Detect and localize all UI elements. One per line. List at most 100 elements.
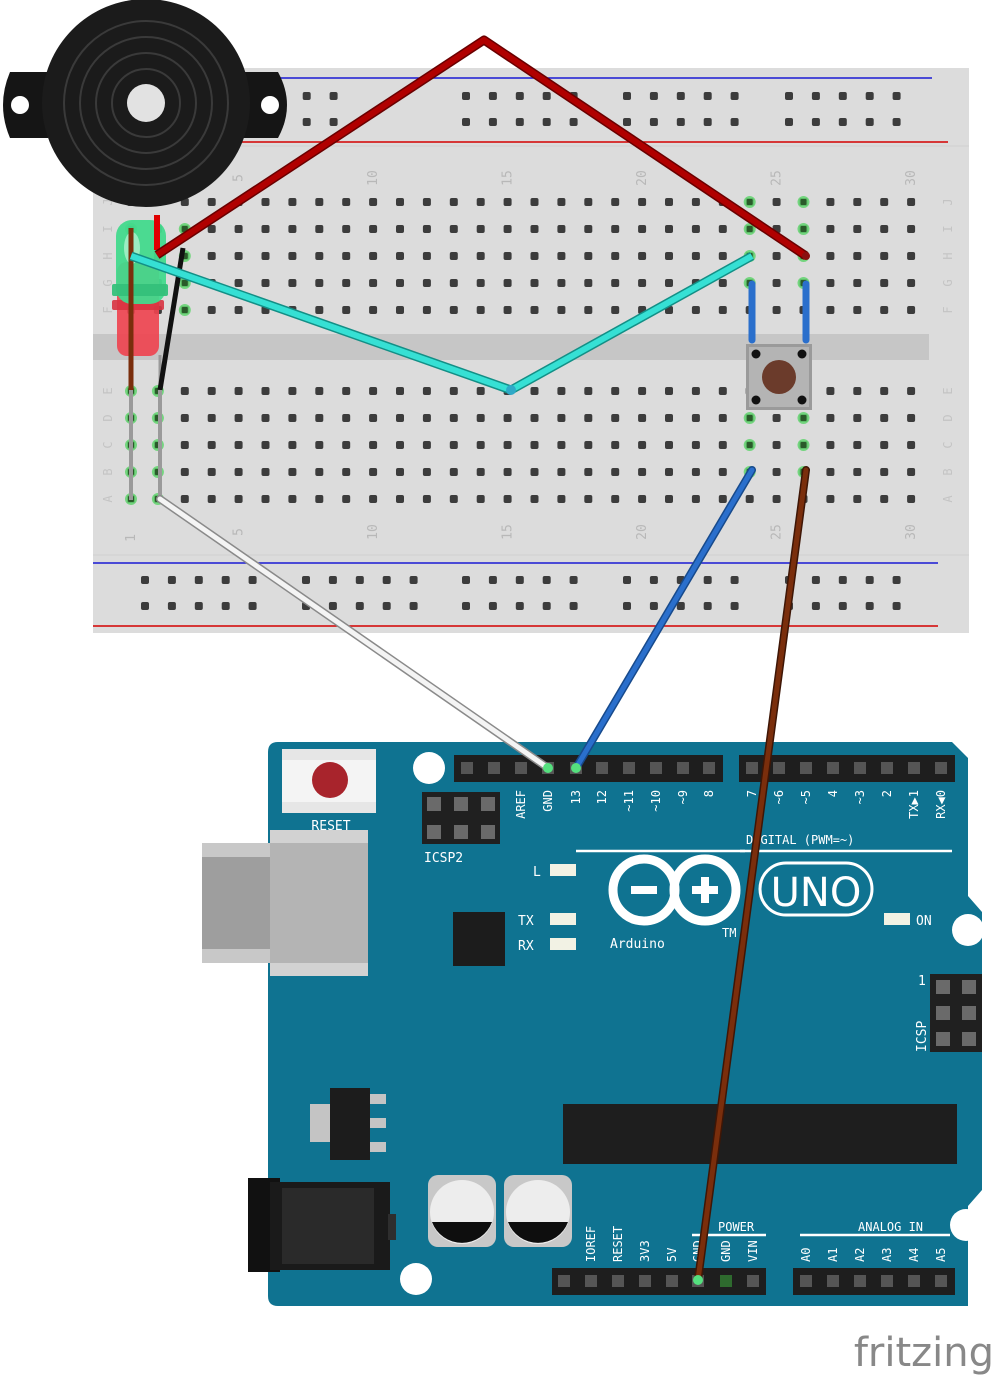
analog-pin-label: A1 [826,1248,840,1262]
breadboard-hole [665,441,673,449]
breadboard-hole [557,225,566,233]
breadboard-hole [207,306,216,314]
wires [128,35,810,1285]
breadboard-hole [665,252,673,260]
breadboard-hole [530,252,539,260]
breadboard-hole [261,495,270,503]
connected-hole-center [746,226,753,232]
rail-hole [248,602,257,610]
breadboard-hole [826,441,835,449]
column-number-top: 5 [232,174,247,182]
breadboard-hole [611,441,620,449]
rail-hole [785,118,793,126]
endpoint-pin13 [571,763,581,773]
breadboard-hole [369,252,378,260]
breadboard-hole [907,225,916,233]
power-pin-socket [558,1275,570,1287]
breadboard-hole [261,279,270,287]
rail-hole [462,92,470,100]
rail-hole [515,118,524,126]
digital-pin-socket [935,762,947,774]
breadboard-hole [853,225,862,233]
breadboard-hole [880,306,889,314]
rail-hole [488,118,497,126]
breadboard-hole [422,387,431,395]
breadboard-hole [718,306,727,314]
breadboard-hole [422,252,431,260]
breadboard-hole [315,441,324,449]
breadboard-hole [611,279,620,287]
breadboard-hole [369,225,378,233]
breadboard-hole [503,279,512,287]
analog-pin-socket [908,1275,920,1287]
breadboard-hole [288,495,297,503]
breadboard-hole [422,468,431,476]
breadboard-hole [369,198,378,206]
breadboard-hole [315,279,324,287]
breadboard-hole [826,468,835,476]
breadboard-hole [880,441,889,449]
breadboard-hole [503,252,512,260]
breadboard-hole [288,468,297,476]
rail-hole [542,118,551,126]
rail-hole [515,576,524,584]
rail-hole [676,92,685,100]
power-pin-socket [747,1275,759,1287]
buzzer-left-mount-hole [11,96,29,114]
breadboard-hole [449,252,458,260]
digital-pin-socket [461,762,473,774]
breadboard-hole [584,252,593,260]
breadboard-hole [476,495,485,503]
fritzing-brand: fritzing [854,1330,994,1376]
digital-pin-label: 2 [880,790,894,797]
breadboard-hole [557,414,566,422]
rail-hole [730,118,739,126]
analog-pin-label: A5 [934,1248,948,1262]
breadboard-hole [207,252,216,260]
breadboard-hole [638,279,647,287]
breadboard-hole [584,306,593,314]
digital-pin-socket [515,762,527,774]
breadboard-hole [449,279,458,287]
cyan-wire-bend [506,385,516,395]
breadboard-hole [315,414,324,422]
breadboard-hole [261,387,270,395]
breadboard-hole [718,387,727,395]
breadboard-hole [288,279,297,287]
rail-hole [811,92,820,100]
column-number-top: 15 [501,170,516,186]
row-letter: C [941,441,955,448]
rail-hole [221,602,230,610]
rail-hole [542,92,551,100]
analog-pin-sockets [800,1275,947,1287]
buzzer-right-mount-hole [261,96,279,114]
led-on-indicator [884,913,910,925]
trademark-label: TM [722,926,736,940]
rail-hole [167,576,176,584]
rail-hole [811,118,820,126]
digital-pin-label: ~9 [676,790,690,804]
breadboard-hole [180,414,189,422]
breadboard-hole [449,441,458,449]
rail-hole [194,602,203,610]
rail-hole [328,602,337,610]
usb-connector [202,830,368,976]
breadboard-hole [449,225,458,233]
rail-hole [838,92,847,100]
digital-pin-label: GND [541,790,555,812]
analog-pin-label: A4 [907,1248,921,1262]
row-letter: H [101,252,115,259]
breadboard-hole [449,198,458,206]
breadboard-hole [261,414,270,422]
row-letter: A [941,495,955,503]
breadboard-hole [665,468,673,476]
breadboard-hole [207,414,216,422]
connected-hole-center [800,199,807,205]
button-cap [762,360,796,394]
column-number-top: 20 [635,170,650,186]
rail-hole [328,576,337,584]
reset-button[interactable] [312,762,348,798]
rail-hole [649,92,658,100]
breadboard-hole [476,198,485,206]
breadboard-hole [396,252,404,260]
